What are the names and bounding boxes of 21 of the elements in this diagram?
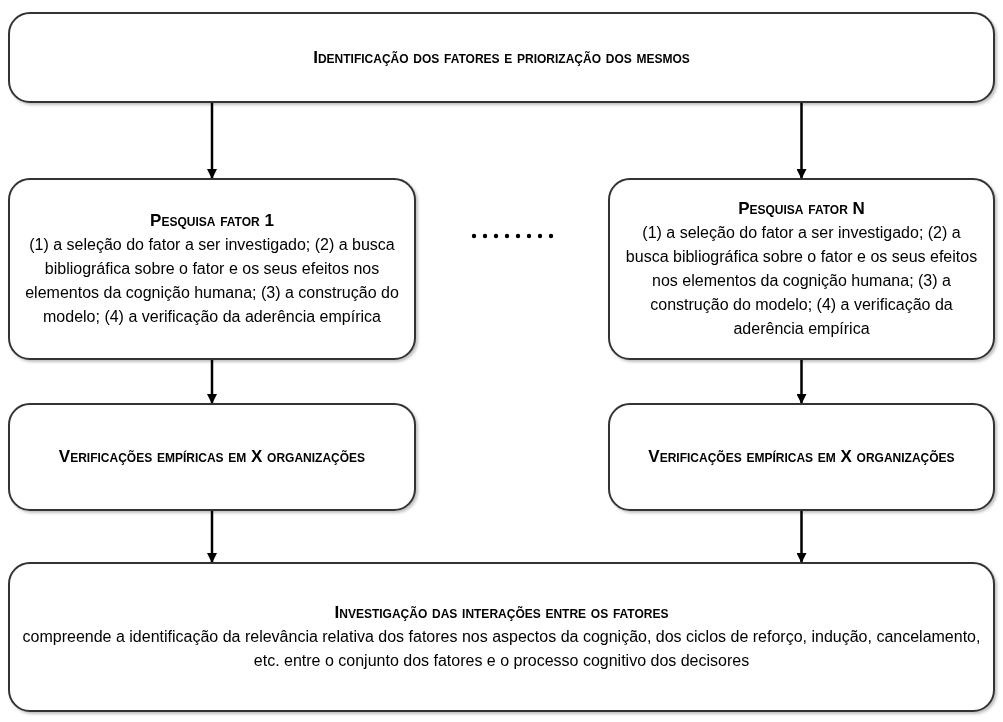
arrow [207,103,217,179]
process-box [8,562,995,712]
arrow [207,360,217,404]
box-heading: Identificação dos fatores e priorização dos mesmos [313,46,690,69]
box-heading: Verificações empíricas em X organizações [648,446,955,468]
box-heading: Pesquisa fator 1 [150,210,274,232]
process-box [608,403,995,511]
arrow [796,360,807,404]
box-description: compreende a identificação da relevância relativa dos fatores nos aspectos da cognição, dos ciclos de reforço, indução, cancelamento, etc. entre o conjunto dos fatores e o processo cognitivo dos decisores [22,627,981,671]
arrow [207,511,217,563]
process-box [608,178,995,360]
box-heading: Pesquisa fator N [738,198,865,220]
process-box [8,178,416,360]
process-box [8,12,995,103]
process-box [8,403,416,511]
arrow [796,103,807,179]
box-description: (1) a seleção do fator a ser investigado; (2) a busca bibliográfica sobre o fator e os seus efeitos nos elementos da cognição humana; (3) a construção do modelo; (4) a verificação da aderência empírica [624,223,979,339]
box-heading: Verificações empíricas em X organizações [58,446,366,468]
arrow [796,511,807,563]
box-heading: Investigação das interações entre os fatores [334,602,669,624]
box-description: (1) a seleção do fator a ser investigado; (2) a busca bibliográfica sobre o fator e os seus efeitos nos elementos da cognição humana; (3) a construção do modelo; (4) a verificação da aderência empírica [24,235,400,327]
